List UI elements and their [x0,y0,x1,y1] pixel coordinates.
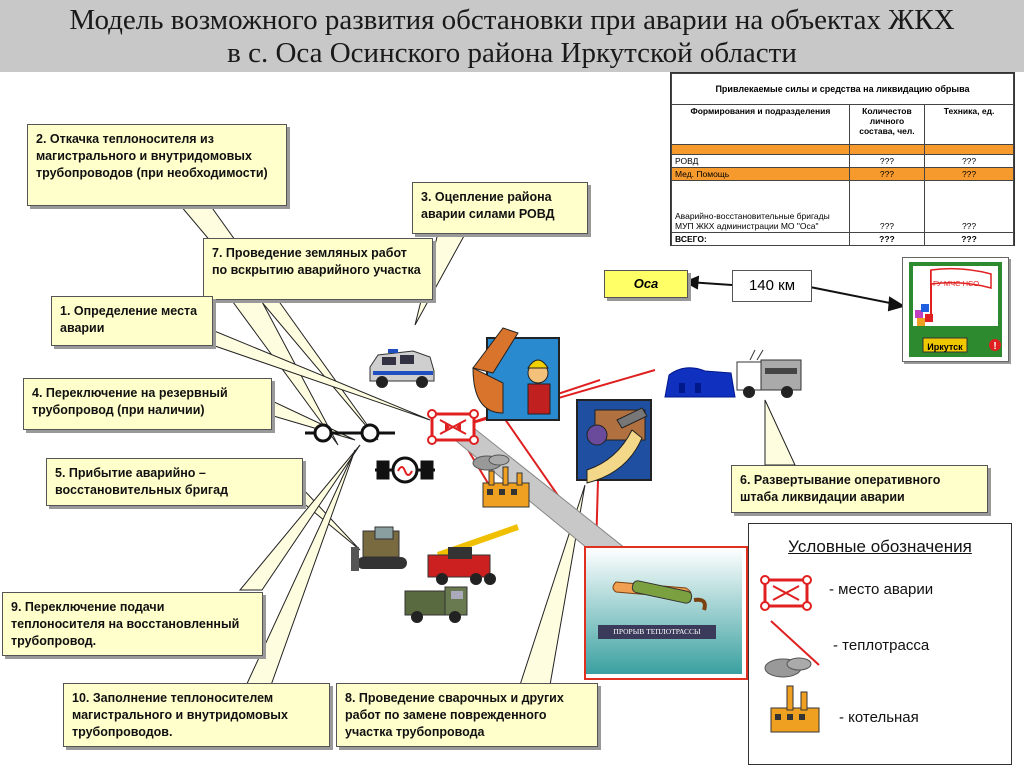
total-people: ??? [848,232,926,246]
pump-icon [375,456,435,484]
table-row: Аварийно-восстановительные бригады МУП Ж… [671,180,1014,233]
table-row: Мед. Помощь ??? ??? [671,167,1014,181]
svg-text:!: ! [993,341,996,352]
row-people: ??? [848,167,926,181]
pipe-breach-icon [586,548,742,674]
callout-step-6-text: 6. Развертывание оперативного штаба ликв… [740,473,941,504]
osa-label: Оса [604,270,688,298]
distance-label: 140 км [732,270,812,302]
mchs-box: ! ГУ МЧС НСО Иркутск [902,257,1009,362]
police-car-icon [369,349,435,388]
callout-step-7: 7. Проведение земляных работ по вскрытию… [203,238,433,300]
row-name: Мед. Помощь [671,167,850,181]
crane-truck-icon [427,524,519,585]
callout-step-2-text: 2. Откачка теплоносителя из магистрально… [36,132,268,180]
legend-heat-line-icon [770,620,820,666]
callout-step-2: 2. Откачка теплоносителя из магистрально… [27,124,287,206]
accident-marker-icon [427,409,479,445]
hq-truck-icon [736,349,802,398]
callout-step-9-text: 9. Переключение подачи теплоносителя на … [11,600,240,648]
callout-step-5: 5. Прибытие аварийно – восстановительных… [46,458,303,506]
mchs-building-icon: ! [909,262,1002,357]
legend-accident-label: - место аварии [829,581,934,598]
callout-step-10: 10. Заполнение теплоносителем магистраль… [63,683,330,747]
excavator-icon [472,327,560,421]
welder-icon [576,399,652,484]
legend-boiler-icon [764,657,820,733]
boiler-icon [472,454,530,508]
row-name: Аварийно-восстановительные бригады МУП Ж… [671,180,850,233]
callout-step-8-text: 8. Проведение сварочных и других работ п… [345,691,564,739]
army-truck-icon [404,586,468,623]
legend-boiler-label: - котельная [839,709,919,726]
mchs-label: ГУ МЧС НСО [933,279,980,288]
callout-step-5-text: 5. Прибытие аварийно – восстановительных… [55,466,229,497]
breach-inset: ПРОРЫВ ТЕПЛОТРАССЫ [584,546,748,680]
row-equipment: ??? [924,154,1014,168]
callout-step-4: 4. Переключение на резервный трубопровод… [23,378,272,430]
total-name: ВСЕГО: [671,232,850,246]
callout-step-3-text: 3. Оцепление района аварии силами РОВД [421,190,555,221]
legend-panel: Условные обозначения - место аварии - те… [748,523,1012,765]
callout-step-1: 1. Определение места аварии [51,296,213,346]
col-equipment: Техника, ед. [924,104,1014,145]
callout-step-7-text: 7. Проведение земляных работ по вскрытию… [212,246,421,277]
legend-heat-line-label: - теплотрасса [833,637,930,654]
callout-pointers [178,204,796,689]
table-total-row: ВСЕГО: ??? ??? [671,232,1014,246]
bulldozer-icon [351,526,407,571]
title-bar: Модель возможного развития обстановки пр… [0,0,1024,72]
row-equipment: ??? [924,167,1014,181]
hq-tent-icon [664,367,736,398]
distance-arrows [683,275,906,312]
row-people: ??? [848,180,926,233]
callout-step-6: 6. Развертывание оперативного штаба ликв… [731,465,988,513]
callout-step-1-text: 1. Определение места аварии [60,304,198,335]
callout-step-4-text: 4. Переключение на резервный трубопровод… [32,386,228,417]
col-personnel: Количестов личного состава, чел. [848,104,926,145]
callout-step-10-text: 10. Заполнение теплоносителем магистраль… [72,691,288,739]
callout-step-8: 8. Проведение сварочных и других работ п… [336,683,598,747]
legend-title: Условные обозначения [788,537,972,556]
legend-accident-icon [760,575,812,611]
page-title-line1: Модель возможного развития обстановки пр… [69,4,955,36]
irkutsk-label: Иркутск [927,342,963,352]
resources-table-header: Привлекаемые силы и средства на ликвидац… [671,73,1014,105]
resources-table: Привлекаемые силы и средства на ликвидац… [670,72,1015,246]
table-row: РОВД ??? ??? [671,154,1014,168]
callout-step-9: 9. Переключение подачи теплоносителя на … [2,592,263,656]
row-equipment: ??? [924,180,1014,233]
row-people: ??? [848,154,926,168]
col-units: Формирования и подразделения [671,104,850,145]
total-equipment: ??? [924,232,1014,246]
row-name: РОВД [671,154,850,168]
page-title-line2: в с. Оса Осинского района Иркутской обла… [227,37,797,69]
breach-caption: ПРОРЫВ ТЕПЛОТРАССЫ [598,625,716,639]
valve-icon [305,423,395,443]
callout-step-3: 3. Оцепление района аварии силами РОВД [412,182,588,234]
